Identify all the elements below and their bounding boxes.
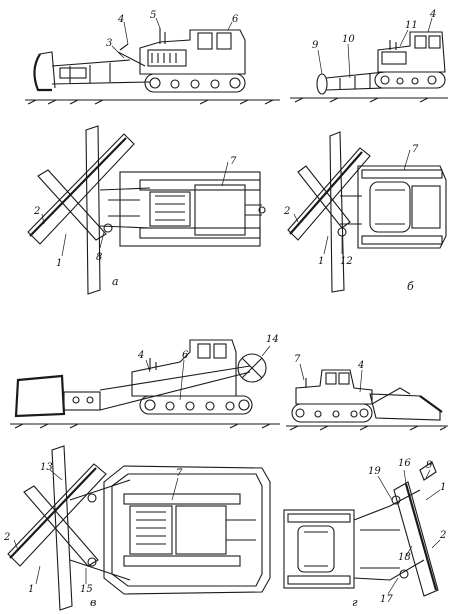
panel-a-side-view xyxy=(25,17,280,105)
callout-g-7: 7 xyxy=(294,354,301,365)
outer-frame xyxy=(103,465,271,595)
blade-alternate xyxy=(297,165,351,229)
cab xyxy=(175,505,227,555)
callout-g-9: 9 xyxy=(426,460,433,471)
blade-angled xyxy=(27,133,135,245)
panel-b-side-view xyxy=(290,17,448,103)
rear-pivot xyxy=(237,353,267,383)
callout-v-6: 6 xyxy=(182,350,189,361)
callout-g-4: 4 xyxy=(357,360,364,371)
roller xyxy=(316,73,328,95)
callout-v-15: 15 xyxy=(80,584,93,595)
callout-b-7: 7 xyxy=(412,144,419,155)
callout-a-2: 2 xyxy=(33,206,40,217)
blade-straight xyxy=(51,445,73,611)
callout-b-4: 4 xyxy=(429,9,436,20)
callout-a-1: 1 xyxy=(56,258,62,269)
panel-b-plan-view xyxy=(287,131,447,293)
callout-b-1: 1 xyxy=(318,256,324,267)
callout-g-17: 17 xyxy=(380,594,393,605)
tractor-body xyxy=(139,29,246,75)
callout-g-18: 18 xyxy=(398,552,411,563)
panel-g-side-view xyxy=(286,363,448,431)
track xyxy=(139,395,253,415)
caption-g: г xyxy=(352,596,358,609)
callout-v-13: 13 xyxy=(40,462,53,473)
rear-blade xyxy=(369,393,441,421)
blade-alternate xyxy=(23,485,99,567)
cab xyxy=(369,181,411,233)
panel-v-side-view xyxy=(10,339,280,429)
blade-straight xyxy=(329,131,345,293)
tractor-body xyxy=(295,369,373,405)
callout-v-7: 7 xyxy=(176,468,183,479)
caption-v: в xyxy=(90,596,96,609)
tractor-outline xyxy=(357,165,447,249)
blade xyxy=(14,374,66,418)
tractor-outline xyxy=(119,171,261,247)
blade-angled xyxy=(287,147,371,241)
callout-v-2: 2 xyxy=(3,532,10,543)
caption-a: а xyxy=(112,275,119,288)
panel-a-plan-view xyxy=(27,125,266,295)
callout-g-1: 1 xyxy=(440,482,446,493)
cab xyxy=(194,184,246,236)
callout-b-12: 12 xyxy=(340,256,353,267)
callout-a-4: 4 xyxy=(117,14,124,25)
rear-blade xyxy=(393,481,439,597)
track xyxy=(374,71,446,89)
callout-a-5: 5 xyxy=(150,10,156,21)
blade xyxy=(33,53,52,92)
callout-b-10: 10 xyxy=(342,34,355,45)
blade-straight xyxy=(85,125,101,295)
callout-g-16: 16 xyxy=(398,458,411,469)
callout-b-11: 11 xyxy=(405,20,418,31)
blade-angled xyxy=(7,463,107,567)
callout-b-9: 9 xyxy=(312,40,319,51)
tractor-body xyxy=(377,31,446,73)
tractor-outline xyxy=(283,509,355,589)
callout-g-2: 2 xyxy=(439,530,446,541)
cab xyxy=(297,525,335,573)
callout-v-14: 14 xyxy=(266,334,279,345)
callout-v-4: 4 xyxy=(137,350,144,361)
callout-a-7: 7 xyxy=(230,156,237,167)
callout-a-8: 8 xyxy=(96,252,102,263)
panel-v-plan-view xyxy=(7,445,271,611)
panel-g-plan-view xyxy=(283,461,441,597)
callout-g-19: 19 xyxy=(368,466,381,477)
callout-b-2: 2 xyxy=(283,206,290,217)
tractor-body xyxy=(131,339,237,397)
caption-b: б xyxy=(407,280,414,293)
engine xyxy=(129,505,173,555)
callout-a-3: 3 xyxy=(106,38,112,49)
blade-alternate xyxy=(37,169,107,241)
callout-v-1: 1 xyxy=(28,584,34,595)
callout-a-6: 6 xyxy=(232,14,239,25)
